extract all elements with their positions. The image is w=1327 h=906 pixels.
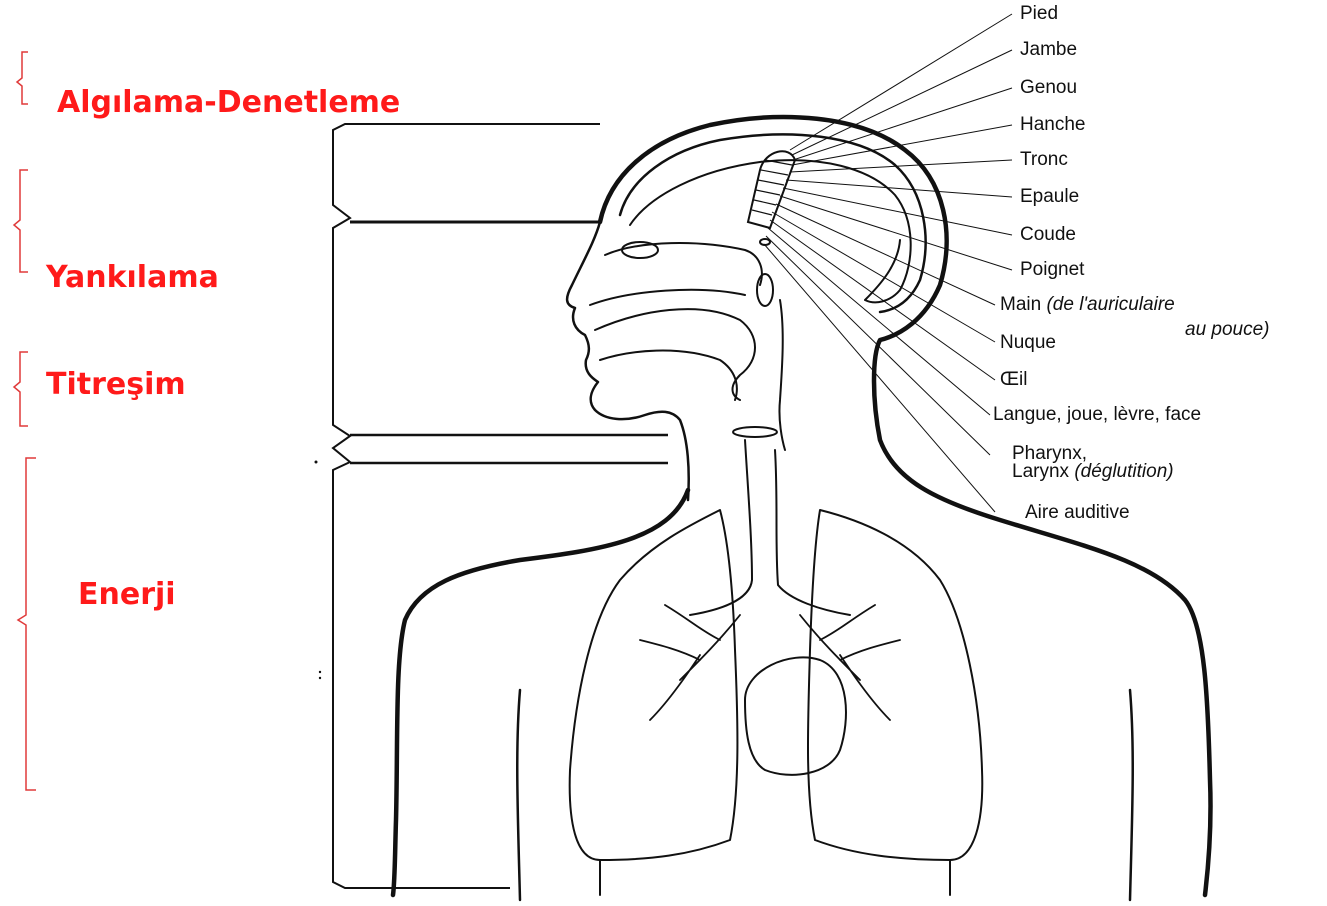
nasal-cavity — [605, 243, 762, 285]
part-label-coude: Coude — [1020, 225, 1076, 244]
zone-label-yankilama: Yankılama — [46, 263, 219, 293]
bronchi-right — [800, 605, 900, 720]
part-label-poignet: Poignet — [1020, 260, 1084, 279]
part-label-nuque: Nuque — [1000, 333, 1056, 352]
diaphragm — [600, 860, 950, 895]
part-label-hanche: Hanche — [1020, 115, 1086, 134]
part-label-epaule: Epaule — [1020, 187, 1079, 206]
left-shoulder — [393, 490, 688, 895]
region-separators — [333, 124, 668, 888]
part-label-main-note-2-text: au pouce) — [1185, 319, 1270, 340]
part-label-tronc: Tronc — [1020, 150, 1068, 169]
torso-outline — [393, 440, 1133, 900]
face-profile — [567, 222, 689, 500]
part-label-larynx: Larynx (déglutition) — [1012, 462, 1174, 481]
oral-cavity — [757, 274, 773, 306]
jaw-inner — [600, 351, 737, 400]
bracket-algilama — [17, 52, 28, 104]
right-lung — [808, 510, 982, 860]
bracket-enerji — [18, 458, 36, 790]
zone-label-enerji: Enerji — [78, 580, 176, 610]
bronchi-left — [640, 605, 740, 720]
brain-contour — [630, 160, 911, 302]
palate — [590, 290, 745, 305]
bracket-titresim — [14, 352, 28, 426]
pharynx-back — [779, 300, 785, 450]
part-label-main: Main (de l'auriculaire — [1000, 295, 1175, 314]
part-label-langue: Langue, joue, lèvre, face — [993, 405, 1201, 424]
trachea-left — [690, 440, 752, 615]
part-label-main-note-1: (de l'auriculaire — [1046, 294, 1174, 315]
right-arm-inner — [1130, 690, 1133, 900]
part-label-pied: Pied — [1020, 4, 1058, 23]
part-label-larynx-name: Larynx — [1012, 461, 1069, 482]
part-label-oeil: Œil — [1000, 370, 1027, 389]
part-label-jambe: Jambe — [1020, 40, 1077, 59]
part-label-genou: Genou — [1020, 78, 1077, 97]
zone-label-algilama: Algılama-Denetleme — [57, 88, 400, 118]
larynx-ring — [733, 427, 777, 437]
cortex-hatching — [752, 160, 792, 215]
separator-bracket-top — [333, 124, 600, 888]
zone-label-titresim: Titreşim — [46, 370, 186, 400]
left-lung — [570, 510, 738, 860]
part-label-aire-auditive: Aire auditive — [1025, 503, 1130, 522]
zone-brackets — [14, 52, 36, 790]
bracket-yankilama — [14, 170, 28, 272]
part-label-main-note-2: au pouce) — [1185, 320, 1270, 339]
left-arm-inner — [517, 690, 520, 900]
sinus-cavity — [622, 242, 658, 258]
cortex-dot — [760, 239, 770, 245]
heart — [745, 657, 846, 774]
margin-marks — [315, 461, 322, 680]
part-label-main-name: Main — [1000, 294, 1041, 315]
leader-lines — [764, 14, 1012, 512]
part-label-larynx-note: (déglutition) — [1074, 461, 1173, 482]
